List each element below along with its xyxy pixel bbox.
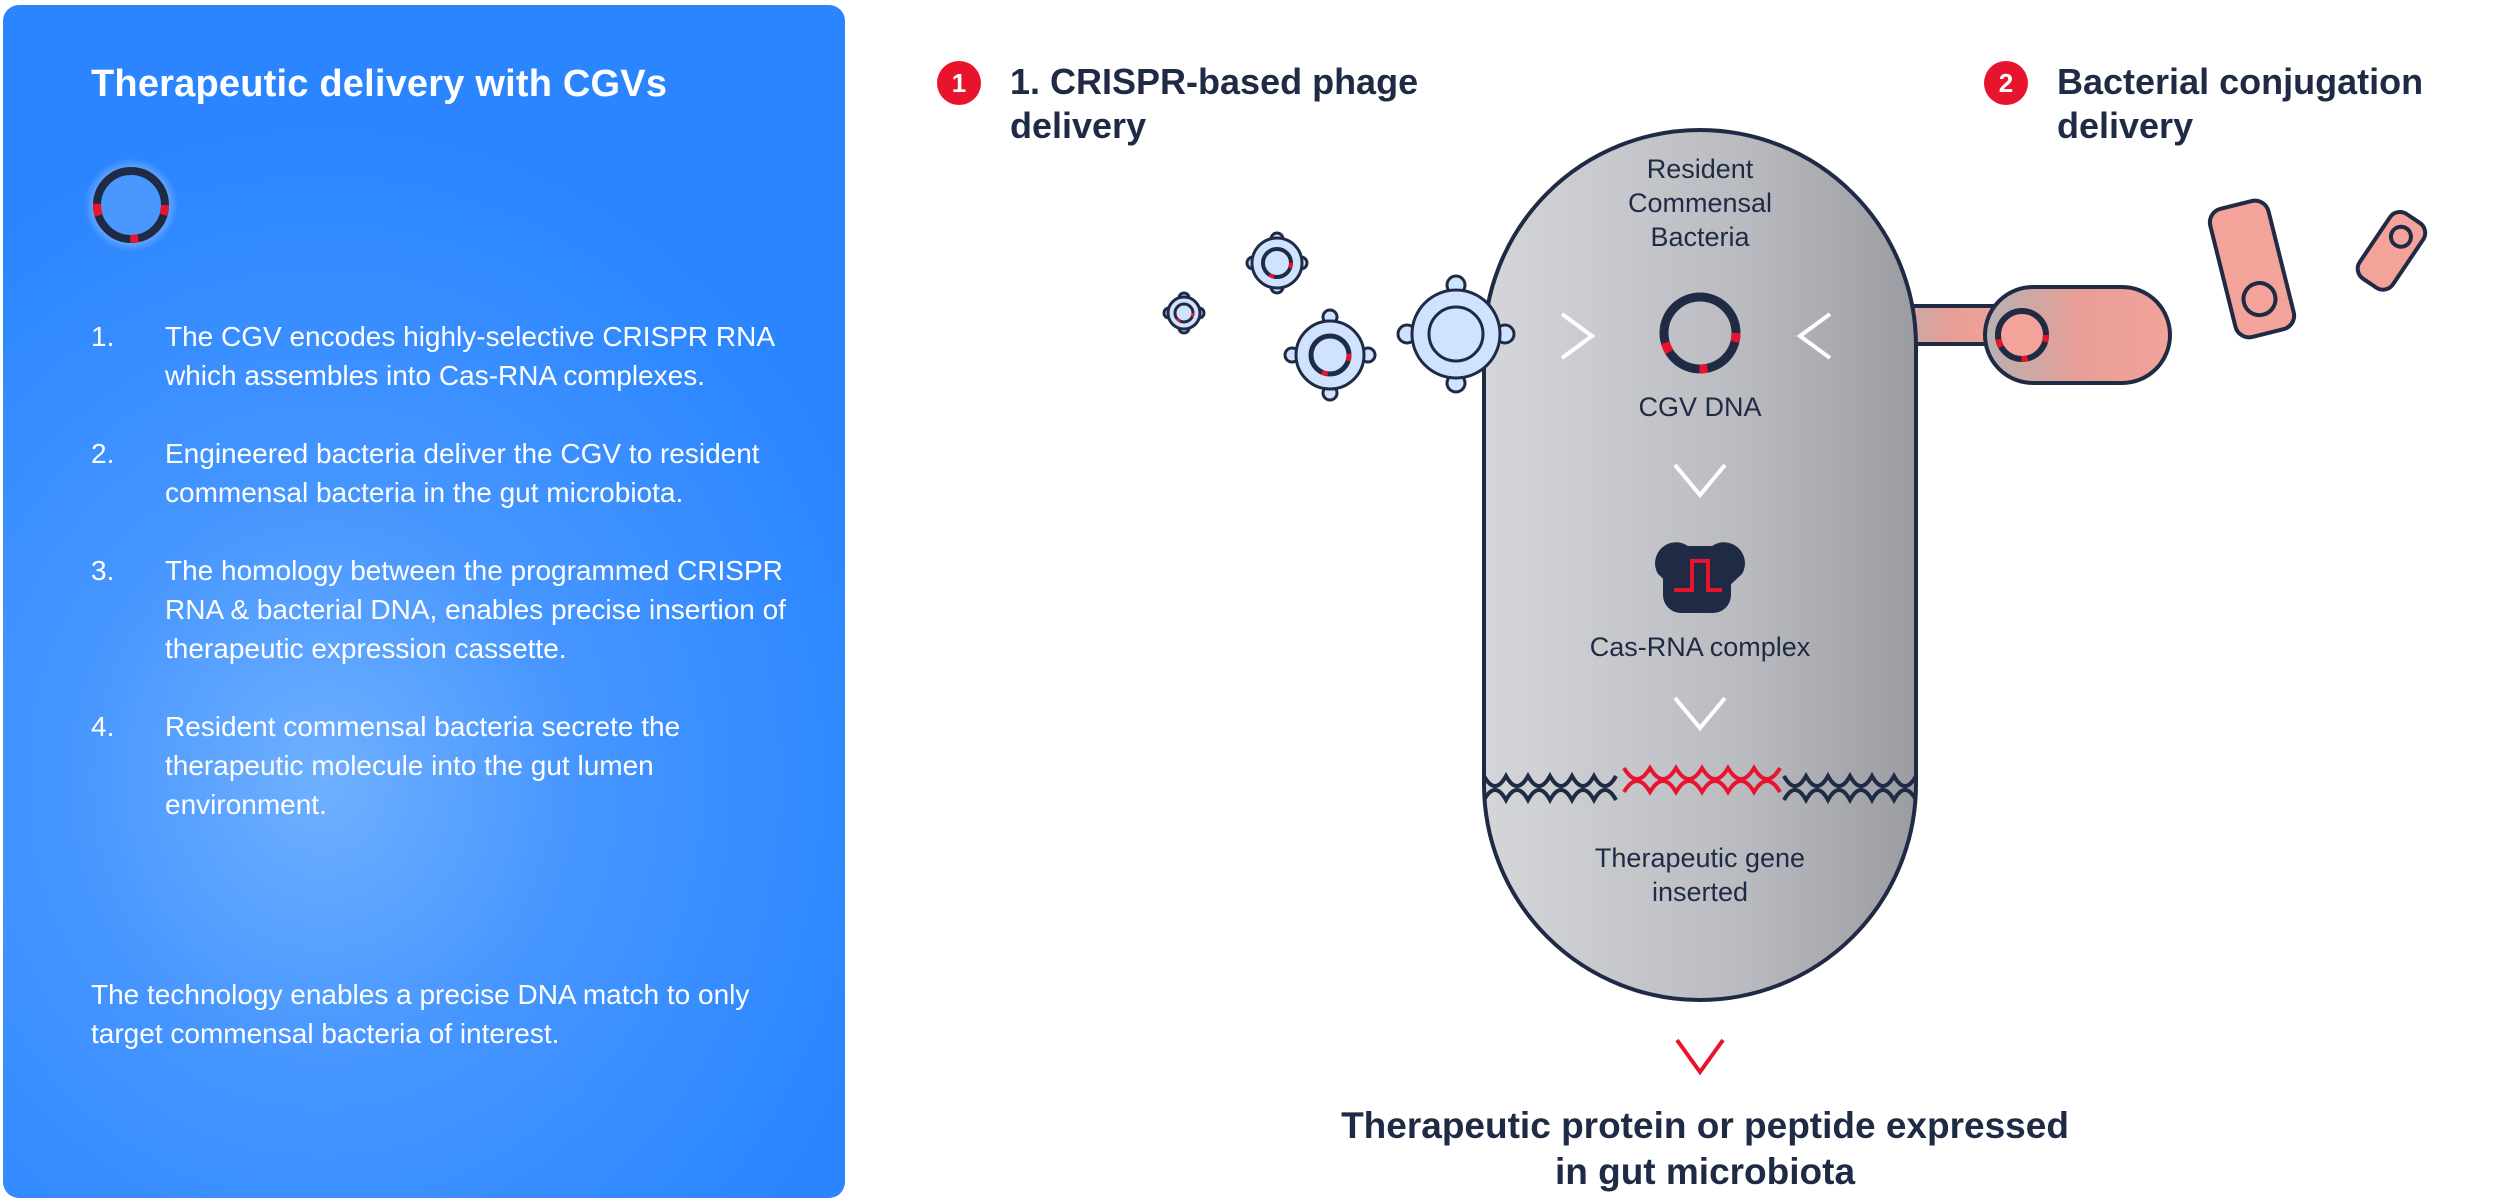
step-text: Engineered bacteria deliver the CGV to r… — [165, 438, 760, 508]
gene-label: Therapeutic gene inserted — [1594, 843, 1806, 907]
step-item: 2. Engineered bacteria deliver the CGV t… — [91, 434, 811, 512]
cgv-plasmid-icon — [1659, 292, 1741, 374]
step-text: The CGV encodes highly-selective CRISPR … — [165, 321, 774, 391]
cgv-label: CGV DNA — [1638, 392, 1762, 422]
phage-icon — [1245, 231, 1309, 295]
arrow-chevron-icon — [1673, 696, 1727, 732]
cas-rna-complex-icon — [1655, 542, 1745, 613]
step-number: 1. — [91, 321, 115, 352]
output-title: Therapeutic protein or peptide expressed… — [1341, 1105, 2069, 1192]
panel-footer: The technology enables a precise DNA mat… — [91, 979, 750, 1049]
steps-list: 1. The CGV encodes highly-selective CRIS… — [91, 317, 811, 863]
info-panel: Therapeutic delivery with CGVs 1. The CG… — [3, 5, 845, 1198]
donor-bacterium-icon — [1878, 285, 2172, 385]
method1-badge: 1 — [937, 61, 981, 105]
cgv-plasmid-icon — [84, 158, 178, 252]
panel-title: Therapeutic delivery with CGVs — [91, 63, 668, 105]
phage-icon — [1162, 291, 1206, 335]
step-item: 4. Resident commensal bacteria secrete t… — [91, 707, 811, 824]
method2-title: Bacterial conjugation delivery — [2057, 61, 2424, 146]
method2-badge: 2 — [1984, 61, 2028, 105]
arrow-chevron-icon — [1796, 312, 1832, 360]
step-number: 4. — [91, 711, 115, 742]
step-item: 3. The homology between the programmed C… — [91, 551, 811, 668]
phage-icon — [1283, 308, 1377, 402]
method1-title: 1. CRISPR-based phage delivery — [1010, 61, 1419, 146]
donor-bacterium-icon — [2207, 198, 2297, 340]
donor-bacterium-icon — [2355, 209, 2428, 292]
step-item: 1. The CGV encodes highly-selective CRIS… — [91, 317, 811, 395]
arrow-chevron-icon — [1675, 1038, 1725, 1076]
cell-label: Resident Commensal Bacteria — [1627, 154, 1773, 252]
step-number: 3. — [91, 555, 115, 586]
arrow-chevron-icon — [1673, 463, 1727, 499]
arrow-chevron-icon — [1560, 312, 1596, 360]
step-number: 2. — [91, 438, 115, 469]
cas-label: Cas-RNA complex — [1589, 632, 1811, 662]
phage-icon — [1396, 274, 1516, 394]
step-text: The homology between the programmed CRIS… — [165, 555, 786, 664]
dna-helix-icon — [1482, 764, 1918, 805]
step-text: Resident commensal bacteria secrete the … — [165, 711, 681, 820]
